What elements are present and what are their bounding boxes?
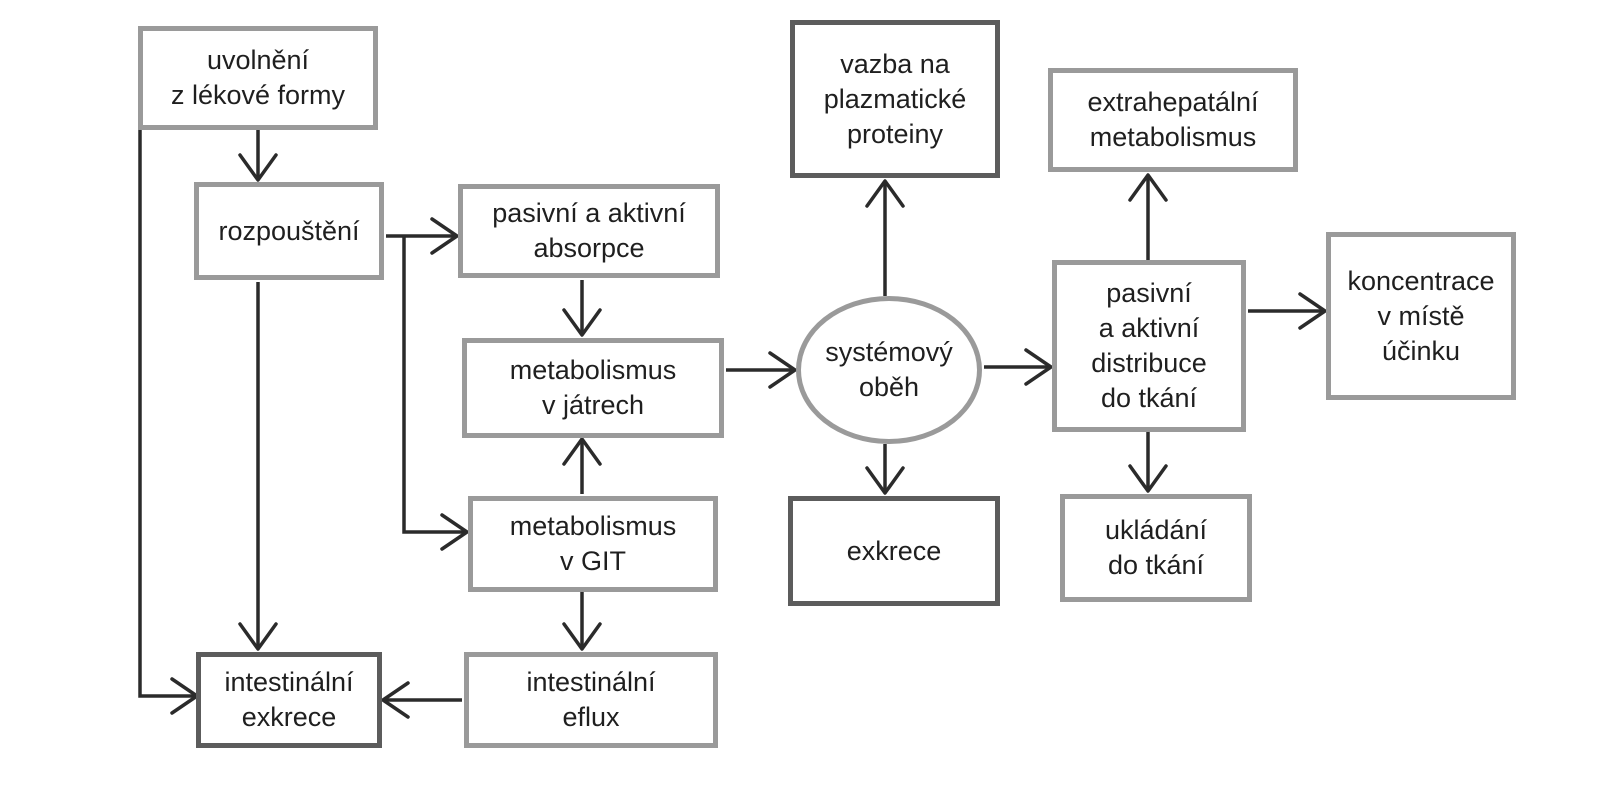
arrowhead	[238, 622, 278, 651]
arrowhead	[381, 681, 410, 719]
node-liver-metabolism: metabolismus v játrech	[462, 338, 724, 438]
arrowhead	[865, 466, 905, 495]
arrowhead	[238, 153, 278, 182]
arrowhead	[1024, 348, 1053, 386]
arrowhead	[768, 351, 797, 389]
arrowhead	[865, 179, 905, 208]
arrowhead	[562, 308, 602, 337]
node-absorption: pasivní a aktivní absorpce	[458, 184, 720, 278]
arrowhead	[440, 513, 469, 551]
node-tissue-storage: ukládání do tkání	[1060, 494, 1252, 602]
arrow-dissolution-to-gut-metabolism	[402, 236, 466, 534]
arrowhead	[430, 217, 459, 255]
arrowhead	[1128, 464, 1168, 493]
node-tissue-distribution: pasivní a aktivní distribuce do tkání	[1052, 260, 1246, 432]
node-dissolution: rozpouštění	[194, 182, 384, 280]
node-intestinal-efflux: intestinální eflux	[464, 652, 718, 748]
node-gut-metabolism: metabolismus v GIT	[468, 496, 718, 592]
node-concentration-at-site: koncentrace v místě účinku	[1326, 232, 1516, 400]
node-release-from-dosage-form: uvolnění z lékové formy	[138, 26, 378, 130]
node-excretion: exkrece	[788, 496, 1000, 606]
node-systemic-circulation: systémový oběh	[796, 296, 982, 444]
node-extrahepatic-metabolism: extrahepatální metabolismus	[1048, 68, 1298, 172]
arrowhead	[562, 437, 602, 466]
node-intestinal-excretion: intestinální exkrece	[196, 652, 382, 748]
arrow-release-to-intestinal-excretion	[138, 130, 196, 698]
arrowhead	[1298, 292, 1327, 330]
arrowhead	[562, 622, 602, 651]
node-plasma-protein-binding: vazba na plazmatické proteiny	[790, 20, 1000, 178]
arrowhead	[1128, 173, 1168, 202]
